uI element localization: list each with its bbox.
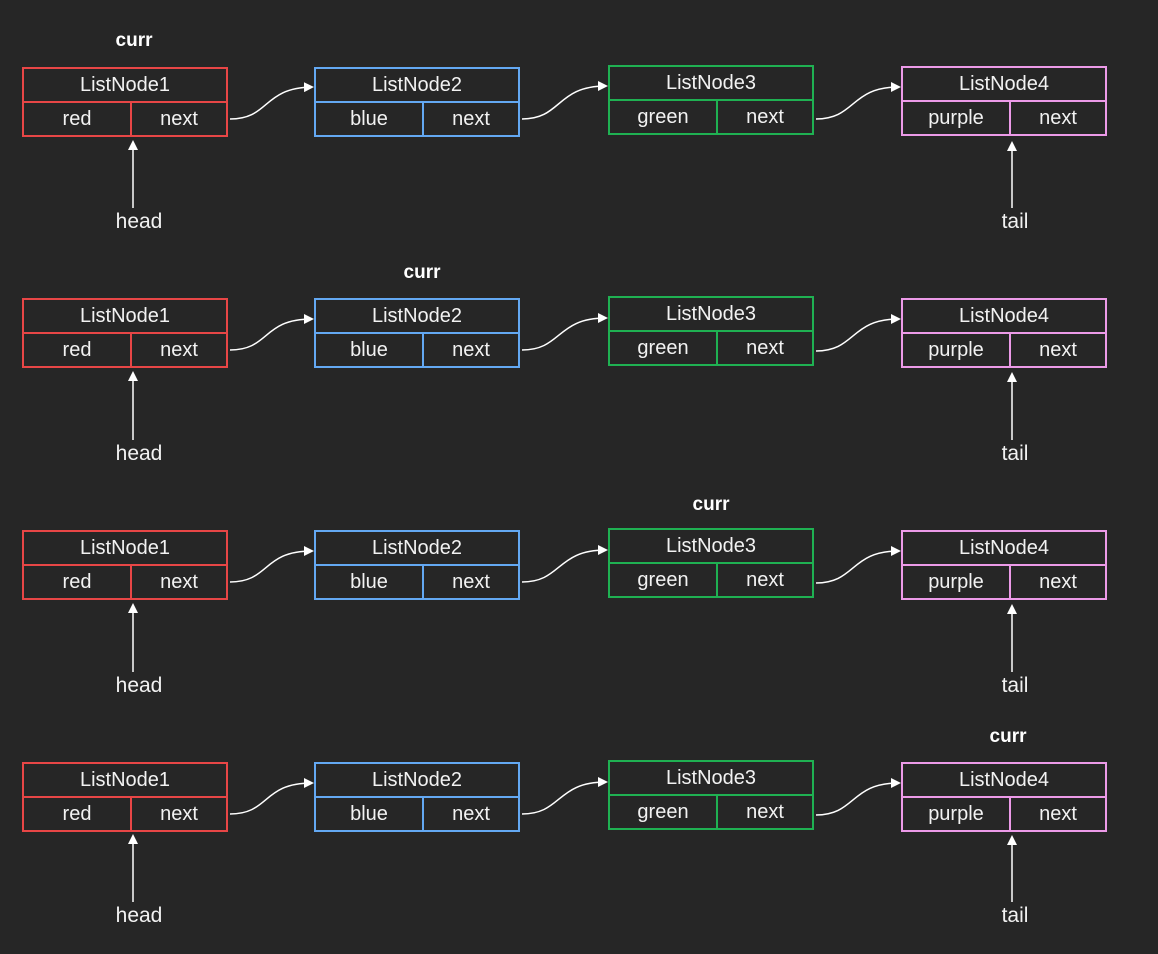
traversal-step-2: curr ListNode1 red next ListNode2 blue n… [0,232,1158,465]
head-pointer-label: head [115,904,163,927]
list-node-4: ListNode4 purple next [901,66,1107,136]
node-value: blue [316,798,424,830]
next-arrow-1-2 [229,546,314,583]
list-node-1: ListNode1 red next [22,67,228,137]
node-title: ListNode1 [24,69,226,103]
node-next: next [452,571,490,593]
node-next: next [160,803,198,825]
list-node-1: ListNode1 red next [22,298,228,368]
node-value: red [24,103,132,135]
node-value: green [610,332,718,364]
node-value: blue [316,103,424,135]
tail-pointer-label: tail [1001,904,1029,927]
curr-pointer-label: curr [692,494,730,515]
node-next: next [160,339,198,361]
next-arrow-1-2 [229,314,314,351]
node-title: ListNode3 [610,298,812,332]
traversal-step-4: curr ListNode1 red next ListNode2 blue n… [0,696,1158,928]
list-node-3: ListNode3 green next [608,760,814,830]
node-next: next [1039,803,1077,825]
list-node-3: ListNode3 green next [608,65,814,135]
node-title: ListNode2 [316,69,518,103]
node-value: purple [903,566,1011,598]
node-next: next [746,569,784,591]
list-node-2: ListNode2 blue next [314,530,520,600]
node-value: red [24,798,132,830]
tail-pointer-label: tail [1001,442,1029,465]
list-node-1: ListNode1 red next [22,762,228,832]
traversal-step-3: curr ListNode1 red next ListNode2 blue n… [0,464,1158,697]
node-value: purple [903,798,1011,830]
node-value: purple [903,334,1011,366]
tail-pointer-label: tail [1001,674,1029,697]
next-arrow-2-3 [521,81,608,120]
node-next: next [1039,107,1077,129]
list-node-1: ListNode1 red next [22,530,228,600]
tail-pointer-label: tail [1001,210,1029,233]
node-next: next [160,108,198,130]
node-next: next [452,108,490,130]
next-arrow-2-3 [521,313,608,351]
list-node-2: ListNode2 blue next [314,67,520,137]
node-next: next [452,803,490,825]
pointer-arrows [128,313,1017,440]
node-next: next [1039,571,1077,593]
node-next: next [746,337,784,359]
next-arrow-3-4 [815,82,901,120]
list-node-3: ListNode3 green next [608,296,814,366]
node-title: ListNode4 [903,532,1105,566]
node-title: ListNode4 [903,300,1105,334]
node-next: next [160,571,198,593]
node-title: ListNode4 [903,764,1105,798]
node-title: ListNode3 [610,530,812,564]
node-next: next [452,339,490,361]
pointer-arrows [128,777,1017,902]
node-next: next [746,106,784,128]
node-title: ListNode3 [610,67,812,101]
next-arrow-2-3 [521,777,608,815]
node-value: red [24,566,132,598]
node-value: blue [316,566,424,598]
node-next: next [746,801,784,823]
head-pointer-label: head [115,674,163,697]
list-node-3: ListNode3 green next [608,528,814,598]
node-title: ListNode2 [316,532,518,566]
node-next: next [1039,339,1077,361]
node-title: ListNode1 [24,532,226,566]
list-node-4: ListNode4 purple next [901,762,1107,832]
curr-pointer-label: curr [115,30,153,51]
head-pointer-label: head [115,210,163,233]
node-title: ListNode1 [24,764,226,798]
node-title: ListNode4 [903,68,1105,102]
next-arrow-1-2 [229,82,314,120]
node-value: purple [903,102,1011,134]
node-title: ListNode2 [316,764,518,798]
node-value: green [610,101,718,133]
list-node-4: ListNode4 purple next [901,530,1107,600]
node-title: ListNode1 [24,300,226,334]
next-arrow-3-4 [815,314,901,352]
node-value: blue [316,334,424,366]
list-node-4: ListNode4 purple next [901,298,1107,368]
curr-pointer-label: curr [989,726,1027,747]
curr-pointer-label: curr [403,262,441,283]
pointer-arrows [128,81,1017,208]
node-title: ListNode3 [610,762,812,796]
next-arrow-3-4 [815,546,901,584]
node-value: green [610,796,718,828]
head-pointer-label: head [115,442,163,465]
traversal-step-1: curr ListNode1 red next ListNode2 blue n… [0,0,1158,233]
next-arrow-3-4 [815,778,901,816]
next-arrow-1-2 [229,778,314,815]
list-node-2: ListNode2 blue next [314,298,520,368]
node-title: ListNode2 [316,300,518,334]
list-node-2: ListNode2 blue next [314,762,520,832]
pointer-arrows [128,545,1017,672]
node-value: red [24,334,132,366]
next-arrow-2-3 [521,545,608,583]
node-value: green [610,564,718,596]
